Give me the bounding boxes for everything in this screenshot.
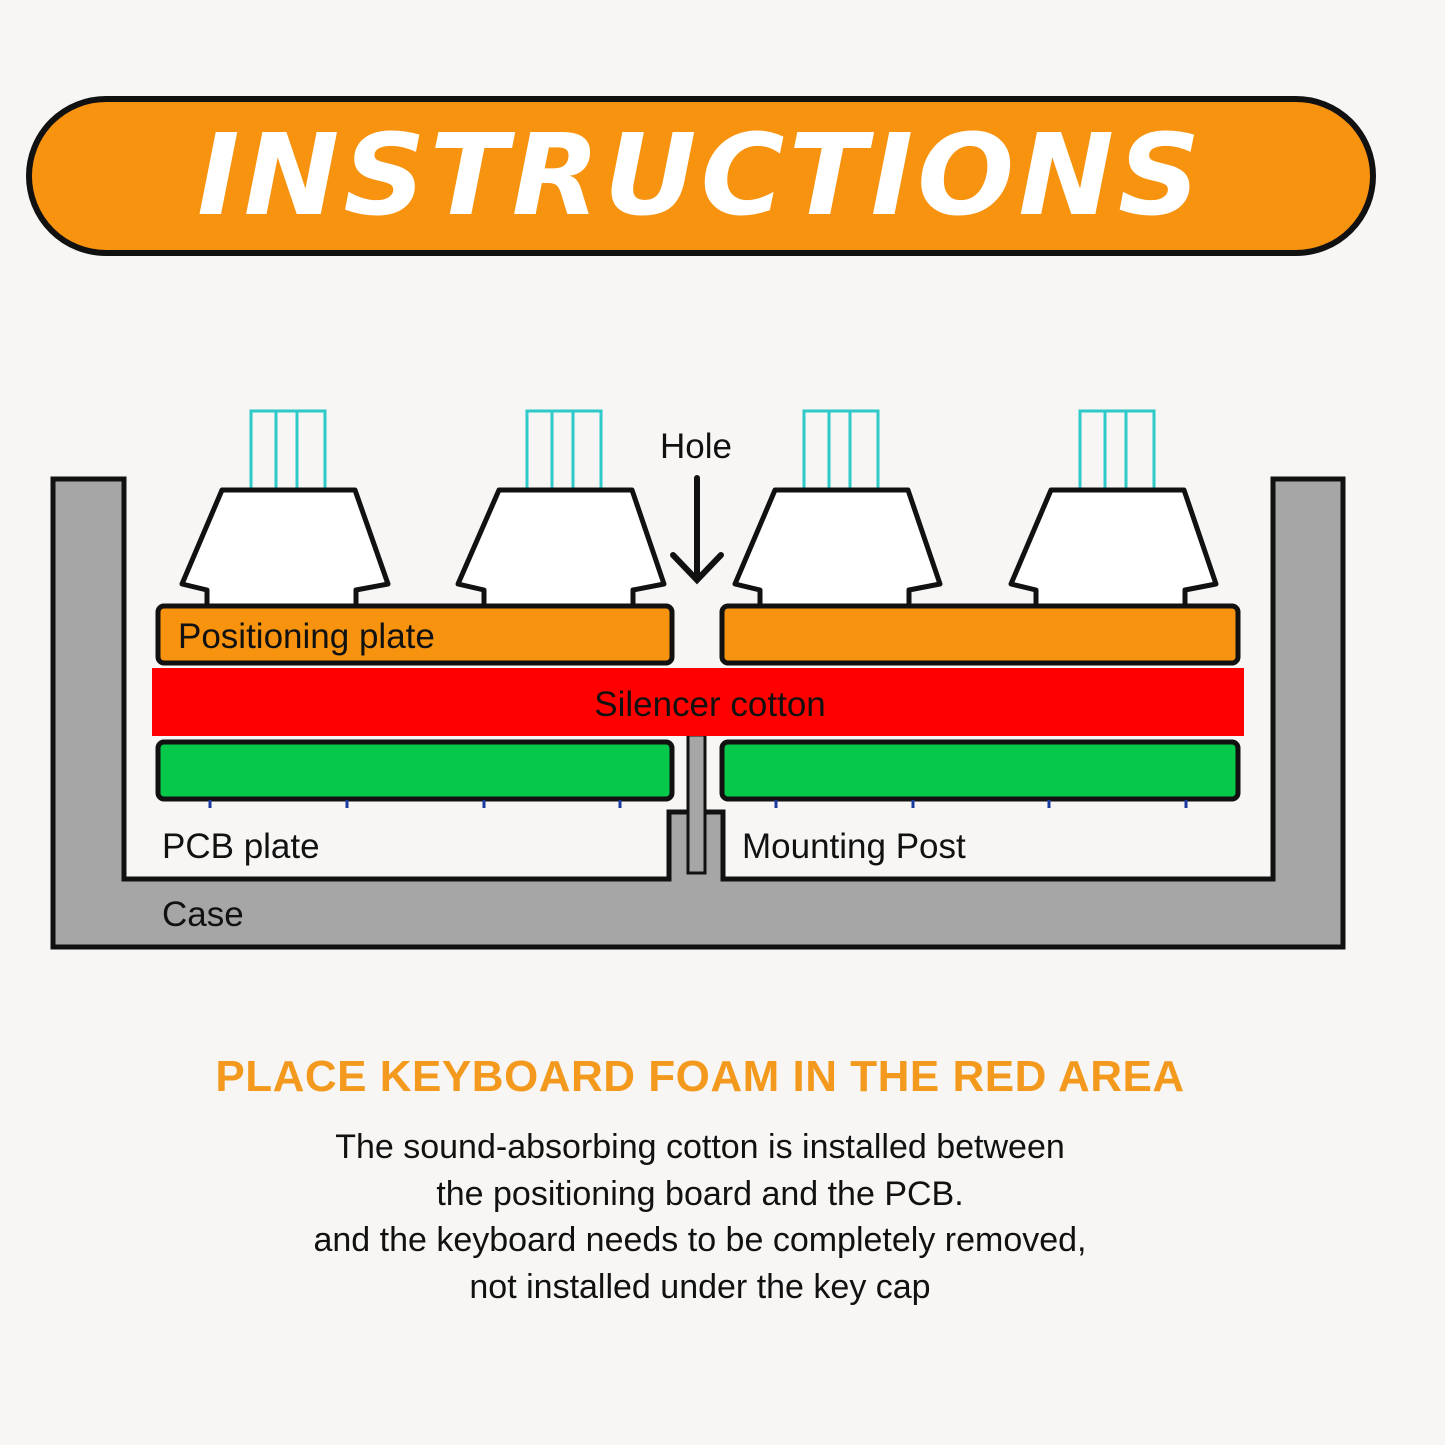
instruction-line: and the keyboard needs to be completely … bbox=[313, 1221, 1087, 1259]
switch-housing bbox=[1008, 487, 1219, 609]
switch-housing bbox=[179, 487, 391, 609]
silencer-cotton-label: Silencer cotton bbox=[594, 685, 826, 724]
pcb-pins bbox=[208, 800, 1188, 808]
case-label: Case bbox=[162, 895, 244, 934]
instructions-banner: INSTRUCTIONS bbox=[26, 96, 1376, 256]
switch-stem bbox=[802, 409, 880, 493]
instruction-line: The sound-absorbing cotton is installed … bbox=[335, 1128, 1065, 1166]
switch-housing bbox=[732, 487, 943, 609]
mounting-post bbox=[686, 733, 707, 875]
silencer-cotton bbox=[152, 668, 1244, 736]
pcb-plate-left bbox=[155, 739, 675, 802]
banner-title: INSTRUCTIONS bbox=[197, 111, 1205, 241]
hole-label: Hole bbox=[660, 427, 732, 466]
instruction-line: not installed under the key cap bbox=[469, 1267, 931, 1306]
switch-stem bbox=[249, 409, 327, 493]
instruction-line: the positioning board and the PCB. bbox=[436, 1174, 964, 1213]
down-arrow-icon bbox=[670, 475, 724, 585]
positioning-plate-label: Positioning plate bbox=[178, 617, 435, 656]
pcb-plate-label: PCB plate bbox=[162, 827, 320, 866]
switch-stem bbox=[525, 409, 603, 493]
instruction-paragraph: The sound-absorbing cotton is installed … bbox=[0, 1124, 1400, 1310]
positioning-plate-right bbox=[719, 603, 1241, 666]
positioning-plate-left bbox=[155, 603, 675, 666]
mounting-post-label: Mounting Post bbox=[742, 827, 966, 866]
switch-stem bbox=[1078, 409, 1156, 493]
pcb-plate-right bbox=[719, 739, 1241, 802]
headline: PLACE KEYBOARD FOAM IN THE RED AREA bbox=[215, 1052, 1185, 1101]
switch-housing bbox=[455, 487, 667, 609]
